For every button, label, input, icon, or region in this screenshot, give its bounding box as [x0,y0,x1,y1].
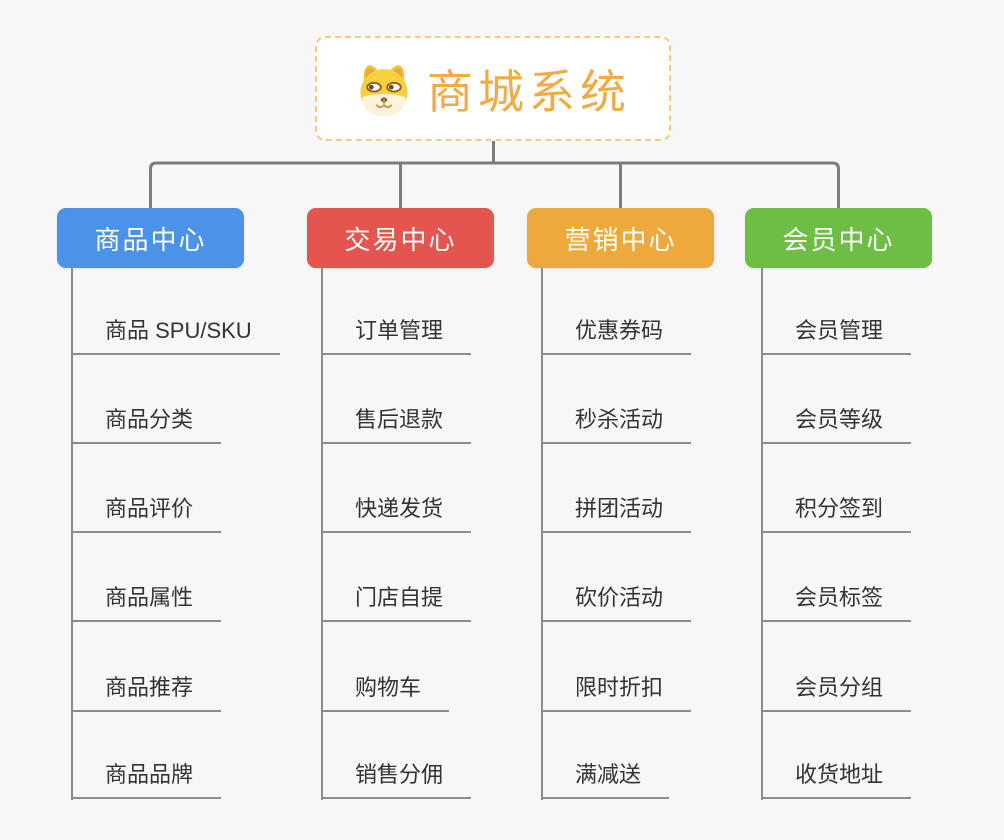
leaf-item[interactable]: 商品推荐 [72,668,222,712]
leaf-item[interactable]: 门店自提 [322,578,472,622]
leaf-item[interactable]: 秒杀活动 [542,400,692,444]
leaf-item[interactable]: 商品品牌 [72,755,222,799]
leaf-item[interactable]: 售后退款 [322,400,472,444]
leaf-item[interactable]: 会员等级 [762,400,912,444]
root-node[interactable]: 商城系统 [315,36,671,141]
branch-spine-trade [321,268,323,800]
branch-node-member-center[interactable]: 会员中心 [745,208,932,268]
leaf-item[interactable]: 商品 SPU/SKU [72,311,280,355]
branch-node-trade-center[interactable]: 交易中心 [307,208,494,268]
leaf-item[interactable]: 限时折扣 [542,668,692,712]
leaf-item[interactable]: 拼团活动 [542,489,692,533]
leaf-item[interactable]: 商品属性 [72,578,222,622]
leaf-item[interactable]: 积分签到 [762,489,912,533]
branch-node-product-center[interactable]: 商品中心 [57,208,244,268]
leaf-item[interactable]: 购物车 [322,668,450,712]
branch-label: 商品中心 [94,224,207,255]
leaf-item[interactable]: 会员标签 [762,578,912,622]
leaf-item[interactable]: 收货地址 [762,755,912,799]
leaf-item[interactable]: 商品评价 [72,489,222,533]
root-title: 商城系统 [427,65,631,118]
leaf-item[interactable]: 砍价活动 [542,578,692,622]
leaf-item[interactable]: 优惠券码 [542,311,692,355]
leaf-item[interactable]: 满减送 [542,755,670,799]
doge-face-icon [360,64,408,116]
branch-label: 营销中心 [564,224,677,255]
branch-spine-marketing [541,268,543,800]
leaf-item[interactable]: 商品分类 [72,400,222,444]
leaf-item[interactable]: 会员分组 [762,668,912,712]
branch-label: 交易中心 [344,224,457,255]
branch-label: 会员中心 [782,224,895,255]
leaf-item[interactable]: 销售分佣 [322,755,472,799]
branch-spine-member [761,268,763,800]
branch-node-marketing-center[interactable]: 营销中心 [527,208,714,268]
leaf-item[interactable]: 订单管理 [322,311,472,355]
leaf-item[interactable]: 快递发货 [322,489,472,533]
leaf-item[interactable]: 会员管理 [762,311,912,355]
branch-spine-product [71,268,73,800]
